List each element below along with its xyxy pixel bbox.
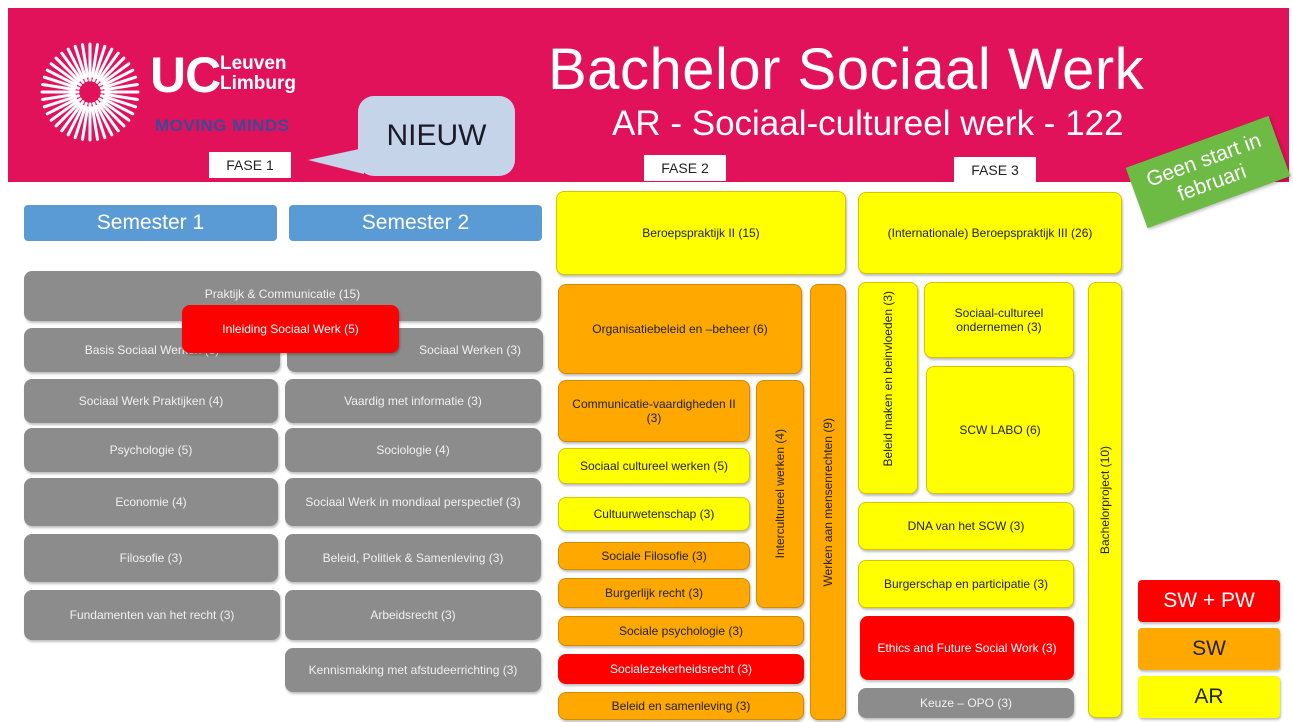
course-werken-aan-mensenrechten-label: Werken aan mensenrechten (9) (821, 417, 835, 587)
course-filosofie: Filosofie (3) (24, 534, 278, 582)
logo-ray (99, 75, 138, 90)
logo-ray (91, 43, 100, 78)
logo-ray (95, 100, 120, 133)
logo-ray (54, 101, 81, 128)
logo-ray (49, 97, 82, 122)
course-socialezekerheidsrecht: Socialezekerheidsrecht (3) (558, 654, 804, 684)
page-title: Bachelor Sociaal Werk (548, 37, 1145, 102)
course-sociaal-cultureel-werken: Sociaal cultureel werken (5) (558, 448, 750, 484)
legend-sw: SW (1138, 628, 1280, 670)
nieuw-badge: NIEUW (358, 96, 515, 176)
logo-tagline: MOVING MINDS (155, 116, 290, 135)
logo-ray (98, 62, 131, 87)
fase-3-label: FASE 3 (954, 157, 1036, 183)
logo-ray (66, 104, 85, 137)
logo-ray (41, 82, 76, 91)
course-beroepspraktijk-2: Beroepspraktijk II (15) (556, 191, 846, 275)
fase-1-label: FASE 1 (209, 152, 291, 178)
logo-ray (54, 56, 81, 83)
course-sociale-filosofie: Sociale Filosofie (3) (558, 542, 750, 570)
course-burgerschap-participatie: Burgerschap en participatie (3) (858, 560, 1074, 608)
logo-ray (41, 93, 76, 102)
course-sociaal-werk-mondiaal: Sociaal Werk in mondiaal perspectief (3) (285, 478, 541, 526)
logo-leuven-limburg: Leuven Limburg (220, 54, 296, 94)
logo-ray (49, 62, 82, 87)
course-sociale-psychologie: Sociale psychologie (3) (558, 616, 804, 646)
logo-ray (80, 43, 89, 78)
logo-ray (42, 94, 81, 109)
course-inleiding-sociaal-werk: Inleiding Sociaal Werk (5) (182, 305, 399, 353)
logo-ray (45, 97, 78, 116)
logo-ray (102, 97, 135, 116)
semester-1-header: Semester 1 (24, 205, 277, 241)
course-burgerlijk-recht: Burgerlijk recht (3) (558, 578, 750, 608)
logo-ray (99, 56, 126, 83)
logo-ray (104, 93, 139, 102)
logo-ray (73, 44, 88, 83)
logo-ray (60, 100, 85, 133)
logo-ray (42, 75, 81, 90)
logo-ray (45, 68, 78, 87)
legend-ar: AR (1138, 676, 1280, 718)
logo-ray (73, 101, 88, 140)
course-beleid-en-samenleving: Beleid en samenleving (3) (558, 692, 804, 720)
logo-ray (104, 82, 139, 91)
logo-uc: UC (150, 47, 221, 103)
logo-ray (98, 97, 131, 122)
logo-ray (92, 44, 107, 83)
fase-2-label: FASE 2 (644, 155, 726, 181)
logo-ray (92, 101, 107, 140)
logo-ray (95, 104, 114, 137)
logo-ray (95, 47, 114, 80)
logo-ray (99, 94, 138, 109)
logo-ray (102, 68, 135, 87)
course-dna-scw: DNA van het SCW (3) (858, 502, 1074, 550)
course-scw-labo: SCW LABO (6) (926, 366, 1074, 494)
legend-sw-pw: SW + PW (1138, 580, 1280, 622)
course-psychologie: Psychologie (5) (24, 428, 278, 472)
logo-ray (66, 47, 85, 80)
course-economie: Economie (4) (24, 478, 278, 526)
logo-limburg: Limburg (220, 73, 296, 94)
logo-ray (80, 106, 89, 141)
logo-ray (91, 106, 100, 141)
course-communicatie-vaardigheden-2: Communicatie-vaardigheden II (3) (558, 380, 750, 442)
course-beleid-maken-label: Beleid maken en beinvloeden (3) (881, 291, 895, 467)
course-sociologie: Sociologie (4) (285, 428, 541, 472)
page-subtitle: AR - Sociaal-cultureel werk - 122 (612, 104, 1124, 143)
course-kennismaking-afstudeerrichting: Kennismaking met afstudeerrichting (3) (285, 648, 541, 692)
uc-leuven-limburg-logo (38, 40, 328, 150)
course-bachelorproject-label: Bachelorproject (10) (1098, 445, 1112, 555)
course-vaardig-met-informatie: Vaardig met informatie (3) (285, 379, 541, 423)
semester-2-header: Semester 2 (289, 205, 542, 241)
course-sociaal-werk-praktijken: Sociaal Werk Praktijken (4) (24, 379, 278, 423)
course-keuze-opo: Keuze – OPO (3) (858, 688, 1074, 718)
course-fundamenten-recht: Fundamenten van het recht (3) (24, 590, 280, 640)
course-cultuurwetenschap: Cultuurwetenschap (3) (558, 497, 750, 531)
course-intercultureel-werken: Intercultureel werken (4) (756, 380, 804, 608)
nieuw-bubble-tail (308, 148, 364, 174)
course-intercultureel-werken-label: Intercultureel werken (4) (773, 429, 787, 559)
logo-ray (60, 51, 85, 84)
logo-leuven: Leuven (220, 53, 287, 74)
logo-ray (99, 101, 126, 128)
course-beleid-maken: Beleid maken en beinvloeden (3) (858, 282, 918, 494)
course-beroepspraktijk-3: (Internationale) Beroepspraktijk III (26… (858, 192, 1122, 274)
course-bachelorproject: Bachelorproject (10) (1088, 282, 1122, 718)
course-arbeidsrecht: Arbeidsrecht (3) (285, 590, 541, 640)
sunburst-logo-icon (40, 42, 140, 142)
course-ethics-future-social-work: Ethics and Future Social Work (3) (860, 616, 1074, 680)
logo-ray (95, 51, 120, 84)
course-sociaal-cultureel-ondernemen: Sociaal-cultureel ondernemen (3) (924, 282, 1074, 358)
course-beleid-politiek-samenleving: Beleid, Politiek & Samenleving (3) (285, 534, 541, 582)
course-werken-aan-mensenrechten: Werken aan mensenrechten (9) (810, 284, 846, 720)
course-organisatiebeleid: Organisatiebeleid en –beheer (6) (558, 284, 802, 374)
